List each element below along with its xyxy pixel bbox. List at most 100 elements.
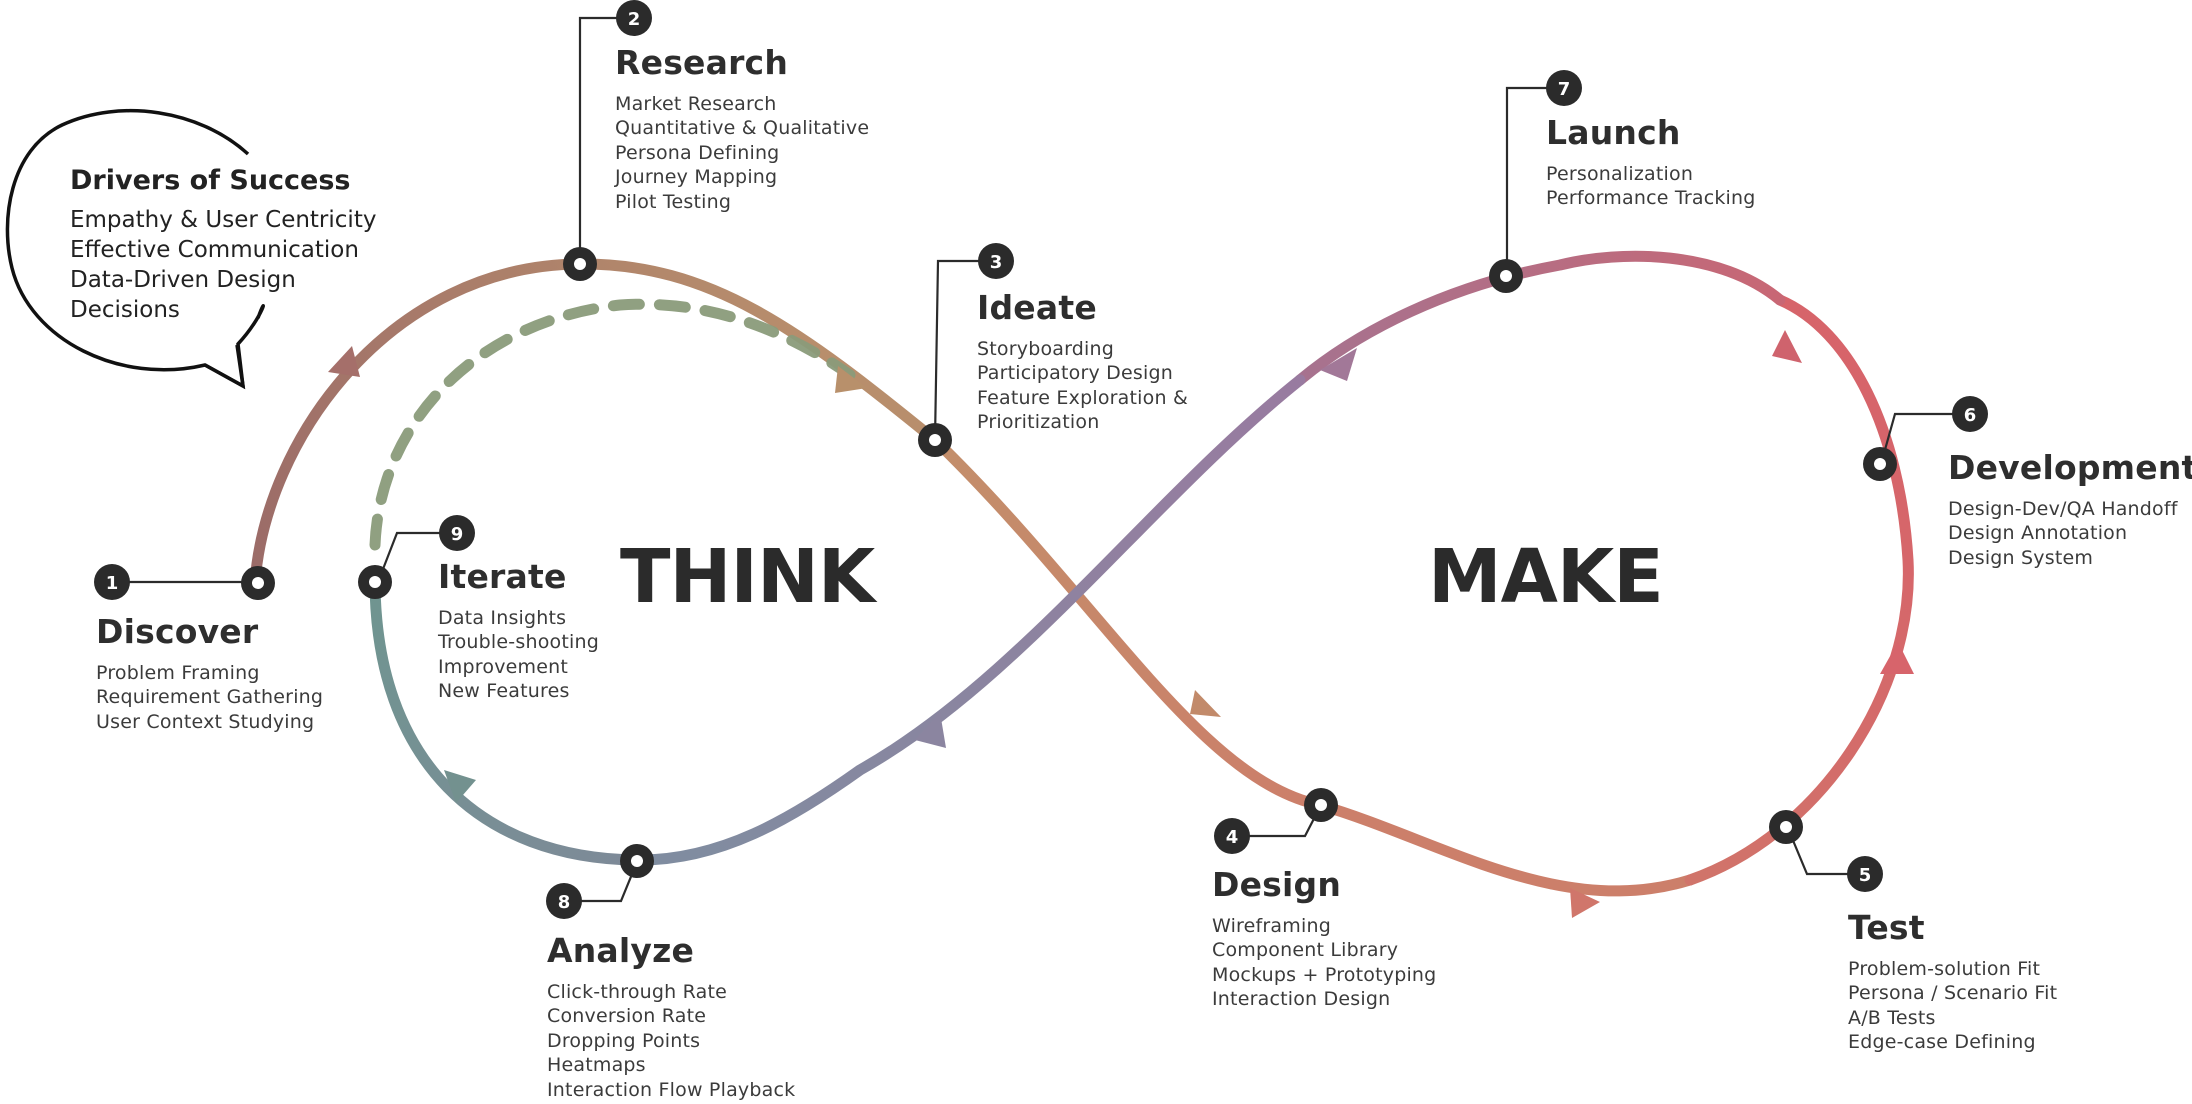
- stage-item: Design Annotation: [1948, 522, 2128, 545]
- stage-item: A/B Tests: [1848, 1006, 1936, 1029]
- stage-item: Requirement Gathering: [96, 686, 324, 709]
- drivers-list: Empathy & User Centricity Effective Comm…: [70, 205, 376, 325]
- stage-item: Mockups + Prototyping: [1212, 963, 1437, 986]
- badge-number: 1: [106, 573, 119, 594]
- stage-item: Persona Defining: [615, 141, 780, 164]
- stage-item: Prioritization: [977, 411, 1100, 434]
- stage-items: Personalization Performance Tracking: [1546, 162, 1756, 211]
- loop-analyze-to-iterate: [369, 574, 646, 866]
- badge-number: 5: [1859, 865, 1872, 886]
- stage-research: Research Market Research Quantitative & …: [615, 44, 869, 214]
- arrow-icon: [444, 770, 476, 803]
- stage-item: Quantitative & Qualitative: [615, 117, 870, 140]
- arrow-icon: [1880, 642, 1914, 674]
- stage-item: Persona / Scenario Fit: [1848, 982, 2058, 1005]
- stage-items: Market Research Quantitative & Qualitati…: [615, 92, 869, 215]
- make-label: MAKE: [1428, 534, 1664, 620]
- stage-item: Design-Dev/QA Handoff: [1948, 497, 2178, 520]
- arrow-icon: [1320, 348, 1357, 381]
- stage-item: User Context Studying: [96, 710, 315, 733]
- stage-test: Test Problem-solution Fit Persona / Scen…: [1848, 909, 2057, 1055]
- drivers-item: Effective Communication: [70, 237, 359, 264]
- badge-number: 4: [1226, 827, 1239, 848]
- node-development: [1863, 447, 1897, 481]
- stage-item: Journey Mapping: [615, 166, 778, 189]
- badge-stage-5: 5: [1847, 856, 1883, 892]
- stage-item: Problem-solution Fit: [1848, 957, 2041, 980]
- stage-item: Performance Tracking: [1546, 187, 1756, 210]
- drivers-speech-bubble: [5, 108, 265, 390]
- stage-analyze: Analyze Click-through Rate Conversion Ra…: [547, 932, 795, 1102]
- stage-item: Interaction Design: [1212, 988, 1391, 1011]
- iterate-return-dashed-path: [369, 298, 856, 551]
- stage-title: Research: [615, 43, 789, 82]
- stage-design: Design Wireframing Component Library Moc…: [1212, 866, 1436, 1012]
- stage-number-badges: 1 2 3 4 5 6 7 8 9: [94, 0, 1988, 919]
- stage-item: New Features: [438, 680, 570, 703]
- badge-number: 6: [1964, 405, 1977, 426]
- stage-item: Heatmaps: [547, 1054, 646, 1077]
- stage-launch: Launch Personalization Performance Track…: [1546, 114, 1756, 211]
- stage-item: Click-through Rate: [547, 980, 727, 1003]
- drivers-item: Decisions: [70, 297, 180, 324]
- loop-test-to-development: [1684, 294, 1914, 886]
- node-launch: [1489, 259, 1523, 293]
- node-analyze: [620, 844, 654, 878]
- badge-stage-3: 3: [978, 243, 1014, 279]
- stage-discover: Discover Problem Framing Requirement Gat…: [96, 613, 323, 734]
- arrow-icon: [835, 366, 867, 393]
- stage-item: Pilot Testing: [615, 190, 732, 213]
- stage-items: Wireframing Component Library Mockups + …: [1212, 914, 1436, 1012]
- badge-number: 2: [628, 9, 641, 30]
- stage-item: Problem Framing: [96, 661, 260, 684]
- drivers-item: Empathy & User Centricity: [70, 207, 377, 234]
- stage-title: Development: [1948, 448, 2192, 487]
- stage-title: Iterate: [438, 557, 567, 596]
- stage-item: Edge-case Defining: [1848, 1031, 2036, 1054]
- badge-stage-1: 1: [94, 564, 130, 600]
- stage-item: Design System: [1948, 546, 2094, 569]
- arrow-icon: [1190, 690, 1221, 717]
- badge-number: 3: [990, 252, 1003, 273]
- badge-stage-9: 9: [439, 515, 475, 551]
- drivers-of-success: Drivers of Success Empathy & User Centri…: [70, 165, 376, 325]
- stage-ideate: Ideate Storyboarding Participatory Desig…: [977, 289, 1188, 435]
- stage-title: Ideate: [977, 288, 1097, 327]
- badge-number: 9: [451, 524, 464, 545]
- stage-item: Dropping Points: [547, 1029, 701, 1052]
- stage-item: Participatory Design: [977, 362, 1173, 385]
- stage-title: Launch: [1546, 113, 1681, 152]
- node-discover: [241, 566, 275, 600]
- badge-stage-8: 8: [546, 883, 582, 919]
- stage-items: Problem Framing Requirement Gathering Us…: [96, 661, 323, 735]
- arrow-icon: [915, 712, 946, 748]
- stage-title: Analyze: [547, 931, 695, 970]
- stage-title: Discover: [96, 612, 259, 651]
- loop-nodes: [241, 247, 1897, 878]
- think-label: THINK: [620, 534, 875, 620]
- drivers-speech-bubble-tail: [204, 344, 246, 390]
- stage-items: Storyboarding Participatory Design Featu…: [977, 337, 1188, 435]
- badge-stage-7: 7: [1546, 70, 1582, 106]
- node-test: [1769, 810, 1803, 844]
- node-ideate: [918, 423, 952, 457]
- stage-item: Feature Exploration &: [977, 386, 1188, 409]
- arrow-icon: [1570, 888, 1600, 918]
- stage-item: Wireframing: [1212, 914, 1331, 937]
- stage-title: Test: [1848, 908, 1925, 947]
- stage-item: Data Insights: [438, 606, 567, 629]
- drivers-title: Drivers of Success: [70, 165, 351, 196]
- stage-items: Click-through Rate Conversion Rate Dropp…: [547, 980, 795, 1103]
- loop-top-right-arc: [1294, 250, 1786, 386]
- stage-item: Component Library: [1212, 939, 1399, 962]
- badge-number: 7: [1558, 79, 1571, 100]
- arrow-icon: [328, 346, 360, 377]
- badge-number: 8: [558, 892, 571, 913]
- stage-item: Storyboarding: [977, 337, 1115, 360]
- stage-items: Design-Dev/QA Handoff Design Annotation …: [1948, 497, 2192, 571]
- drivers-item: Data-Driven Design: [70, 267, 296, 294]
- badge-stage-6: 6: [1952, 396, 1988, 432]
- node-iterate: [358, 565, 392, 599]
- stage-item: Interaction Flow Playback: [547, 1078, 796, 1101]
